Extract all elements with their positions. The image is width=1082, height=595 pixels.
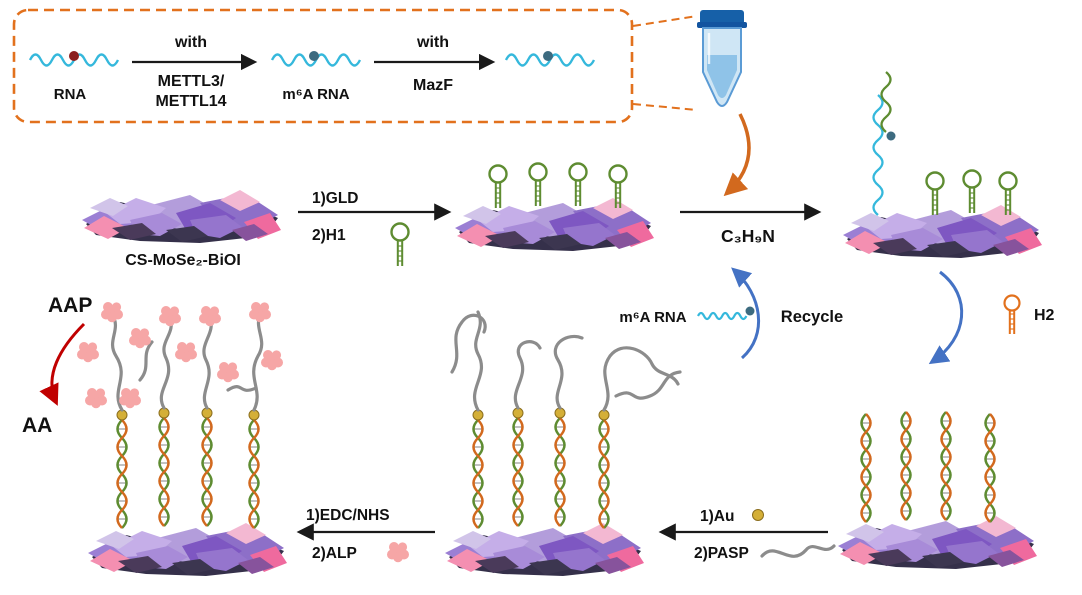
nanosheet-alp-sensor: [88, 523, 287, 576]
connector-dash-bottom: [632, 103, 698, 111]
gld-step-label: 1)GLD: [312, 190, 359, 207]
aa-label: AA: [22, 414, 52, 437]
centrifuge-tube: [697, 10, 747, 107]
nanosheet-au-pasp: [445, 523, 644, 576]
nanosheet-helix: [838, 516, 1037, 569]
recycle-label: Recycle: [781, 308, 843, 326]
h1-probe: [568, 162, 588, 208]
h1-step-label: 2)H1: [312, 227, 346, 244]
mettl3-label: METTL3/: [158, 73, 225, 90]
alp-enzymes: [77, 302, 283, 409]
alp-enzyme-icon: [387, 542, 409, 563]
mettl14-label: METTL14: [155, 93, 226, 110]
aap-label: AAP: [48, 294, 92, 317]
pasp-step-label: 2)PASP: [694, 545, 749, 562]
dna-duplex: [472, 418, 484, 530]
dna-duplex: [900, 410, 912, 522]
mazf-label: MazF: [413, 77, 453, 94]
sample-drop-arrow: [723, 113, 751, 197]
gold-np-caps: [116, 407, 260, 421]
alp-step-label: 2)ALP: [312, 545, 357, 562]
h2-label: H2: [1034, 307, 1055, 324]
dna-duplex: [984, 412, 996, 524]
h1-hairpin-icon: [390, 222, 410, 268]
dna-duplex: [201, 416, 213, 528]
pasp-polymer-strands-alp: [110, 312, 264, 412]
substrate-label: CS-MoSe₂-BiOI: [125, 252, 241, 269]
dna-duplex: [116, 418, 128, 530]
h1-probe: [528, 162, 548, 208]
m6a-dot-on-strand: [886, 131, 896, 141]
dna-duplex: [598, 418, 610, 530]
gold-np-caps: [472, 407, 610, 421]
m6a-rna-squiggle: [696, 311, 748, 321]
rna-methylation-box: [12, 8, 634, 124]
m6a-rna-mid-label: m⁶A RNA: [619, 309, 686, 326]
target-rna-strand: [872, 93, 884, 217]
gold-np-icon: [752, 509, 764, 521]
with-label-2: with: [416, 34, 449, 51]
pasp-polymer-strands: [450, 310, 682, 412]
amine-label: C₃H₉N: [721, 226, 775, 246]
nanosheet-hybridized: [843, 205, 1042, 258]
dna-duplex: [158, 416, 170, 528]
edc-nhs-step-label: 1)EDC/NHS: [306, 507, 390, 524]
dna-duplex: [554, 416, 566, 528]
rna-label: RNA: [54, 86, 87, 103]
h1-probe: [488, 164, 508, 210]
with-label-1: with: [174, 34, 207, 51]
cleaved-m6a-dot: [543, 51, 553, 61]
pasp-polymer-icon: [760, 544, 836, 558]
h1-probe: [925, 171, 945, 217]
h1-probe: [962, 169, 982, 215]
nanosheet-substrate: [82, 190, 281, 243]
dna-duplex: [512, 416, 524, 528]
recycle-arrow-up: [731, 267, 761, 360]
m6a-dot: [309, 51, 319, 61]
au-step-label: 1)Au: [700, 508, 734, 525]
dna-duplex: [248, 418, 260, 530]
connector-dash-top: [632, 15, 698, 27]
m6a-rna-label: m⁶A RNA: [282, 86, 349, 103]
m6a-dot-mid: [745, 306, 755, 316]
aap-to-aa-arrow: [39, 322, 86, 406]
dna-duplex: [940, 410, 952, 522]
rna-site-dot: [69, 51, 79, 61]
recycle-arrow-down: [928, 270, 964, 365]
h2-hairpin-icon: [1003, 294, 1021, 336]
nanosheet-with-h1: [455, 198, 654, 251]
dna-duplex: [860, 412, 872, 524]
